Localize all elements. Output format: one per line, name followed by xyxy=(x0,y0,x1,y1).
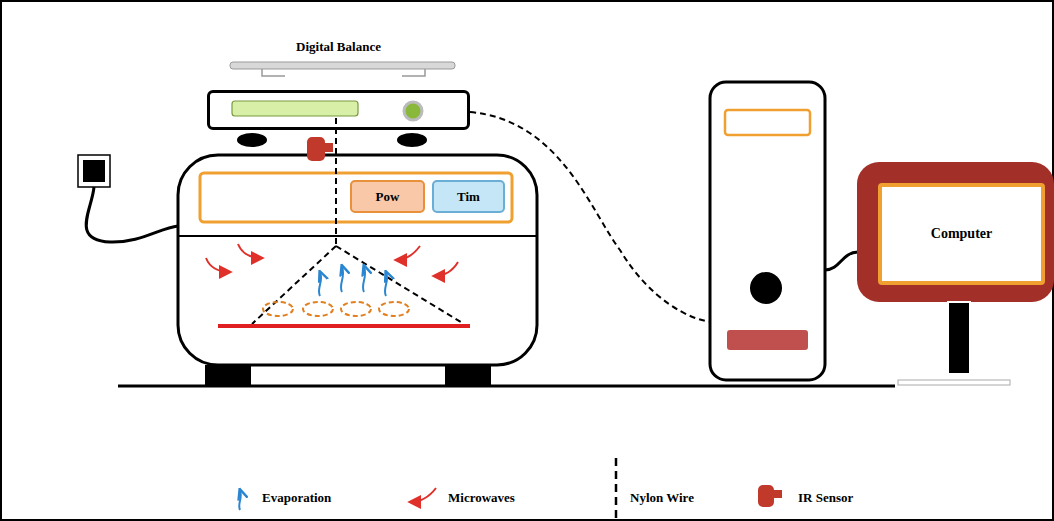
computer-screen: Computer xyxy=(878,183,1045,285)
power-button: Pow xyxy=(350,180,425,213)
legend-text: Microwaves xyxy=(448,490,515,506)
monitor xyxy=(857,162,1054,385)
microwave-oven xyxy=(178,155,537,365)
timer-button: Tim xyxy=(432,180,505,213)
legend-sensor-symbol xyxy=(758,485,782,507)
power-plug xyxy=(78,155,178,242)
pc-tower xyxy=(710,82,825,380)
node-label: Tim xyxy=(457,189,480,205)
digital-balance: Digital Balance xyxy=(207,90,470,130)
control-panel xyxy=(200,173,512,222)
samples xyxy=(263,302,409,316)
balance-display xyxy=(232,101,358,116)
balance-foot xyxy=(397,133,427,147)
evaporation-arrows xyxy=(319,266,387,296)
node-label: Computer xyxy=(931,226,992,242)
legend-wire-symbol xyxy=(615,458,618,520)
legend-text: Evaporation xyxy=(262,490,331,506)
monitor-cable xyxy=(825,252,858,270)
legend-microwave-symbol xyxy=(410,488,436,502)
balance-pan xyxy=(230,62,455,76)
nylon-wire xyxy=(252,118,464,324)
ir-sensor xyxy=(307,137,333,161)
floor-line xyxy=(118,385,895,388)
oven-foot xyxy=(205,365,251,385)
legend-evaporation-symbol xyxy=(239,490,241,510)
legend-text: IR Sensor xyxy=(798,490,853,506)
balance-button xyxy=(404,102,422,120)
oven-divider xyxy=(178,235,537,237)
balance-foot xyxy=(237,133,267,147)
oven-foot xyxy=(445,365,491,385)
data-cable xyxy=(470,112,712,322)
legend-text: Nylon Wire xyxy=(630,490,694,506)
sample-tray xyxy=(218,324,470,328)
node-heading: Digital Balance xyxy=(210,39,467,55)
microwave-arrows xyxy=(206,244,458,276)
node-label: Pow xyxy=(376,189,400,205)
